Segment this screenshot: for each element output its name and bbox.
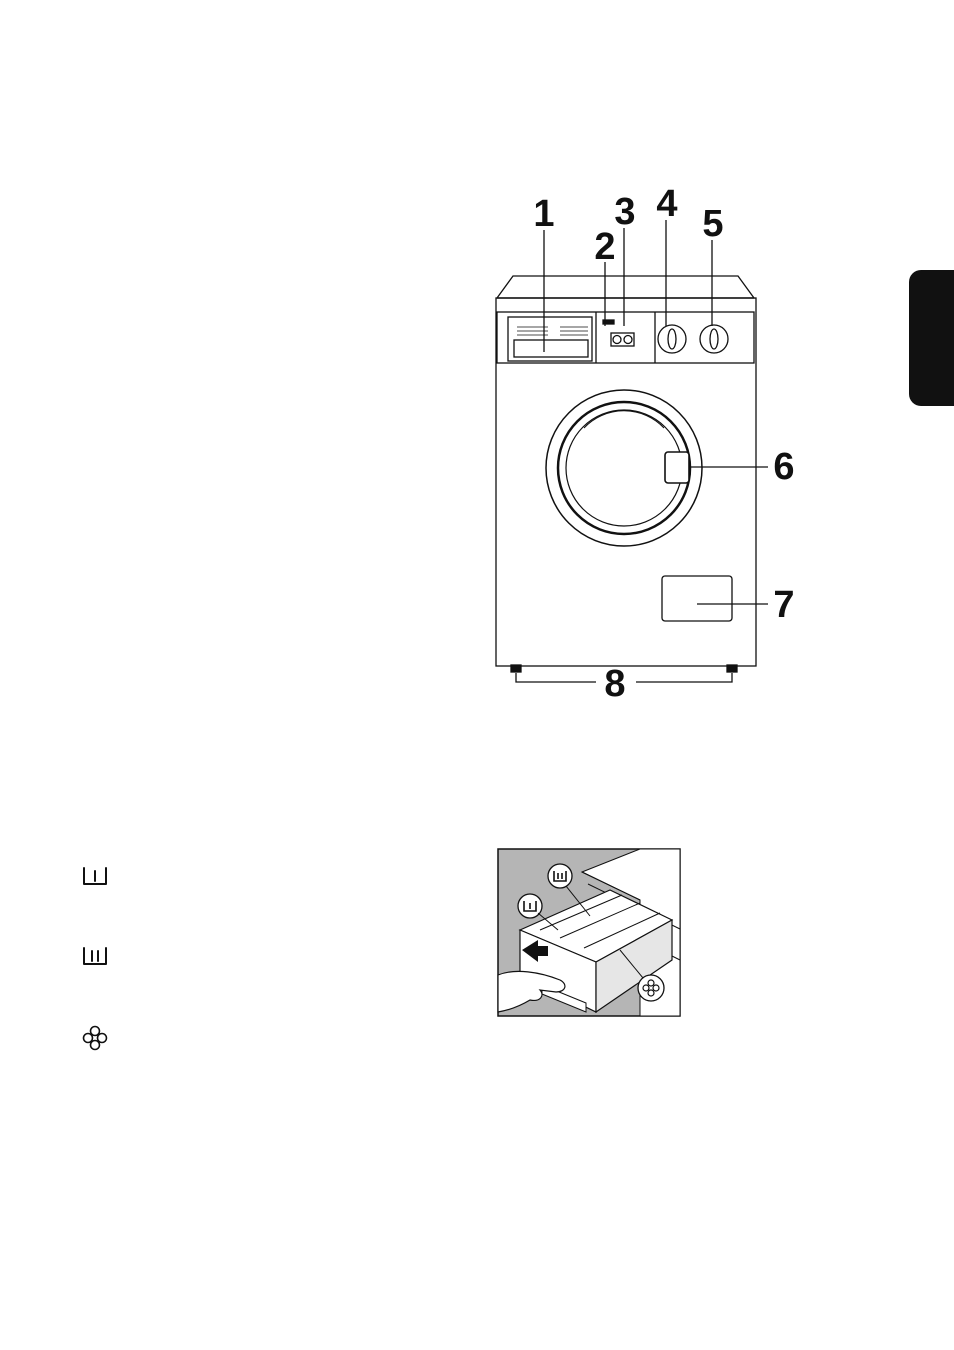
callout-6: 6 [773, 446, 794, 488]
callout-5: 5 [702, 203, 723, 245]
callout-2: 2 [594, 226, 615, 268]
callout-7: 7 [773, 584, 794, 626]
callout-1: 1 [533, 193, 554, 235]
washer-top-lid [497, 276, 754, 298]
main-wash-compartment-icon [84, 948, 106, 964]
door-handle [665, 452, 689, 483]
detergent-drawer-front [508, 317, 592, 361]
softener-compartment-icon [84, 1027, 107, 1050]
callout-4: 4 [656, 183, 677, 225]
drawer-illustration [498, 849, 680, 1016]
control-panel [497, 312, 754, 363]
prewash-compartment-icon [84, 868, 106, 884]
filter-cover [662, 576, 732, 621]
callout-8: 8 [604, 663, 625, 705]
callout-3: 3 [614, 191, 635, 233]
